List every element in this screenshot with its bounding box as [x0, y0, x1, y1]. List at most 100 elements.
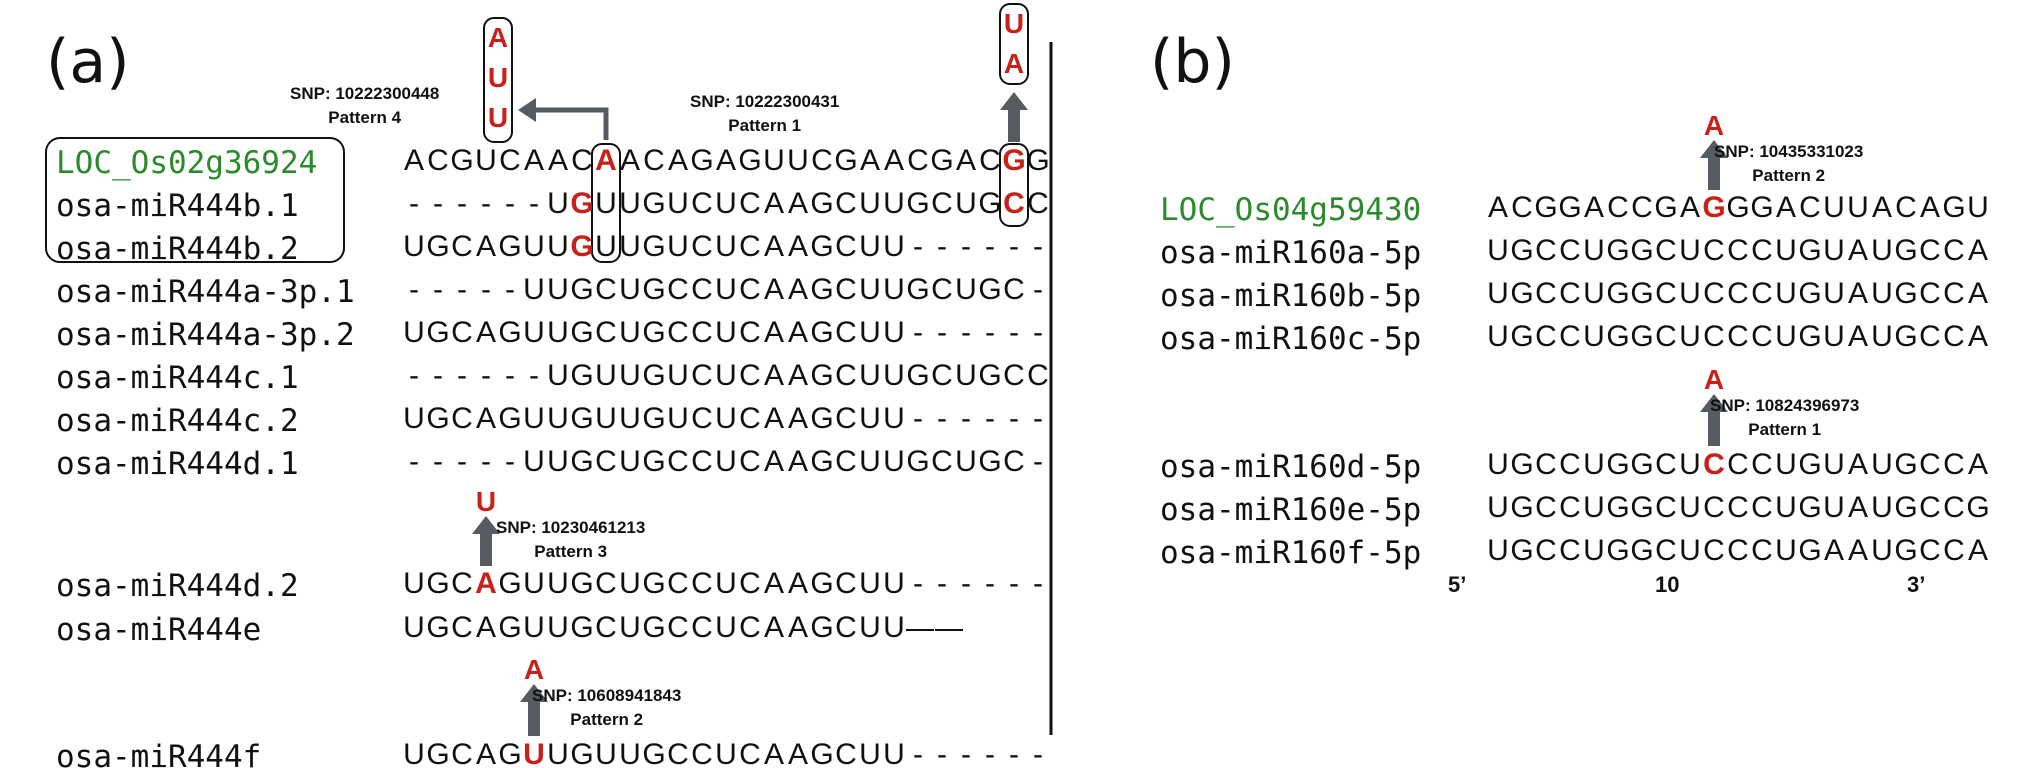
mutant-nucleotide: A	[1003, 48, 1025, 79]
nucleotide: -	[913, 567, 923, 600]
nucleotide: U	[955, 445, 977, 478]
nucleotide: U	[1679, 277, 1701, 310]
nucleotide: C	[427, 144, 449, 177]
nucleotide: C	[1655, 234, 1677, 267]
nucleotide: G	[642, 611, 666, 644]
nucleotide: U	[715, 273, 737, 306]
nucleotide: A	[1847, 320, 1868, 353]
nucleotide: A	[763, 316, 784, 349]
panel-b-label: (b)	[1150, 27, 1235, 97]
nucleotide: -	[1033, 273, 1043, 306]
nucleotide: C	[931, 273, 953, 306]
mutant-nucleotide: A	[523, 654, 545, 685]
nucleotide: U	[883, 738, 905, 768]
nucleotide: A	[1679, 191, 1700, 224]
nucleotide: -	[481, 187, 491, 220]
nucleotide: C	[1535, 534, 1557, 567]
nucleotide: U	[715, 402, 737, 435]
nucleotide: A	[787, 738, 808, 768]
nucleotide: C	[1559, 534, 1581, 567]
nucleotide: A	[763, 359, 784, 392]
nucleotide: U	[859, 567, 881, 600]
nucleotide: C	[739, 738, 761, 768]
nucleotide: C	[571, 144, 593, 177]
mirna-name: osa-miR444d.2	[56, 568, 299, 604]
nucleotide: U	[619, 316, 641, 349]
nucleotide: C	[451, 402, 473, 435]
nucleotide: C	[1919, 534, 1941, 567]
nucleotide: U	[883, 316, 905, 349]
nucleotide: -	[505, 187, 515, 220]
nucleotide: C	[1727, 534, 1749, 567]
nucleotide: G	[1894, 448, 1918, 481]
nucleotide: G	[906, 445, 930, 478]
snp-nucleotide: G	[1702, 191, 1726, 224]
nucleotide: A	[1847, 534, 1868, 567]
mirna-name: osa-miR160c-5p	[1160, 321, 1422, 357]
mutant-nucleotide: U	[487, 102, 509, 133]
nucleotide: G	[1894, 277, 1918, 310]
nucleotide: G	[642, 359, 666, 392]
nucleotide: U	[859, 445, 881, 478]
mirna-name: osa-miR160a-5p	[1160, 235, 1422, 271]
nucleotide: C	[1003, 273, 1025, 306]
nucleotide: -	[961, 316, 971, 349]
nucleotide: C	[811, 144, 833, 177]
nucleotide: U	[619, 273, 641, 306]
nucleotide: U	[1871, 234, 1893, 267]
nucleotide: C	[835, 402, 857, 435]
nucleotide: G	[570, 445, 594, 478]
nucleotide: U	[667, 187, 689, 220]
nucleotide: C	[1919, 277, 1941, 310]
nucleotide: A	[475, 738, 496, 768]
nucleotide: -	[433, 445, 443, 478]
mirna-name: osa-miR444a-3p.2	[56, 317, 355, 353]
arrow-b-pattern1	[1700, 394, 1728, 446]
nucleotide: U	[523, 273, 545, 306]
nucleotide: G	[1558, 191, 1582, 224]
sequence-gap-line	[906, 629, 934, 631]
nucleotide: U	[523, 567, 545, 600]
nucleotide: U	[859, 187, 881, 220]
nucleotide: -	[1033, 738, 1043, 768]
nucleotide: U	[1775, 491, 1797, 524]
nucleotide: U	[715, 230, 737, 263]
nucleotide: U	[667, 359, 689, 392]
nucleotide: -	[937, 402, 947, 435]
nucleotide: G	[978, 187, 1002, 220]
nucleotide: A	[787, 611, 808, 644]
nucleotide: G	[810, 567, 834, 600]
nucleotide: A	[763, 273, 784, 306]
nucleotide: A	[475, 611, 496, 644]
snp-pattern: Pattern 4	[328, 108, 402, 127]
mutant-nucleotide: U	[1003, 8, 1025, 39]
nucleotide: G	[1798, 277, 1822, 310]
nucleotide: -	[457, 359, 467, 392]
nucleotide: U	[1583, 320, 1605, 353]
nucleotide: U	[859, 738, 881, 768]
nucleotide: U	[1487, 491, 1509, 524]
nucleotide: A	[763, 230, 784, 263]
nucleotide: C	[739, 316, 761, 349]
nucleotide: G	[1630, 491, 1654, 524]
nucleotide: C	[667, 738, 689, 768]
nucleotide: U	[1487, 320, 1509, 353]
nucleotide: U	[883, 445, 905, 478]
arrow-b-pattern2	[1700, 140, 1728, 190]
snp-pattern: Pattern 3	[534, 542, 608, 561]
nucleotide: G	[810, 611, 834, 644]
mutant-nucleotide: A	[1703, 110, 1725, 141]
nucleotide: G	[426, 738, 450, 768]
nucleotide: C	[1895, 191, 1917, 224]
nucleotide: C	[835, 359, 857, 392]
snp-nucleotide: A	[475, 567, 497, 600]
nucleotide: C	[1535, 320, 1557, 353]
nucleotide: C	[667, 611, 689, 644]
nucleotide: G	[1798, 234, 1822, 267]
nucleotide: U	[859, 273, 881, 306]
nucleotide: G	[426, 316, 450, 349]
